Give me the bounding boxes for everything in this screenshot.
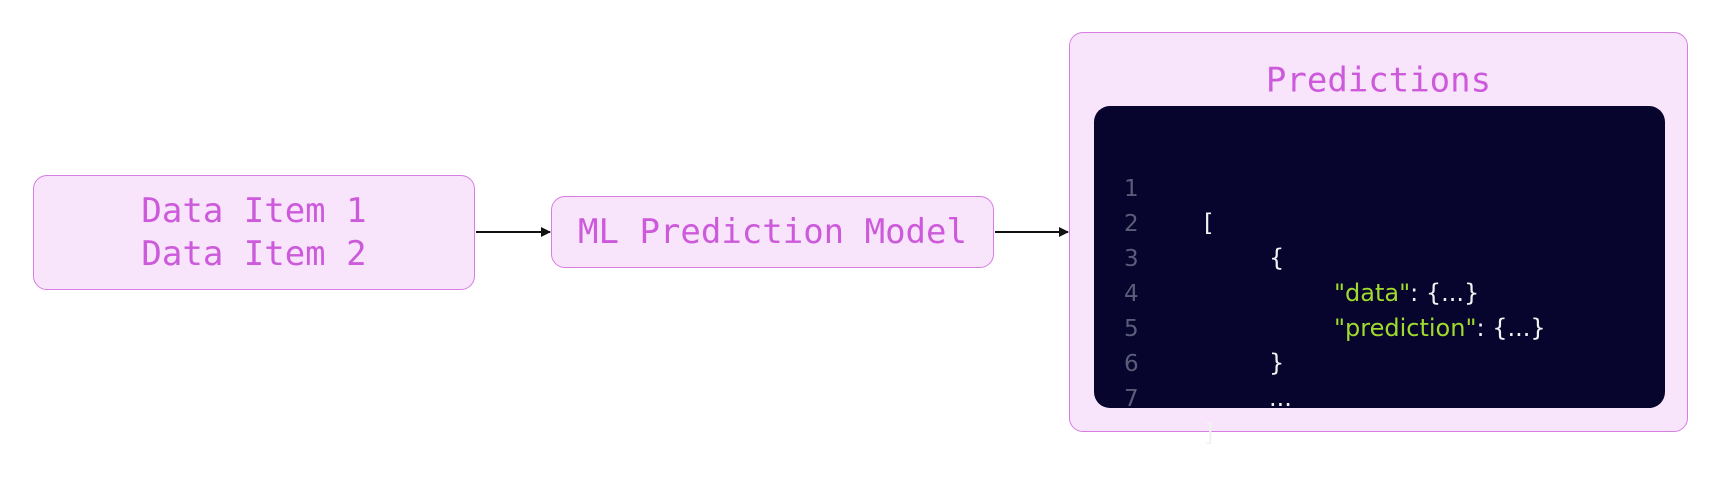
code-text: { bbox=[1269, 244, 1285, 272]
code-text: ... bbox=[1269, 384, 1292, 412]
code-line-1: 1 [ bbox=[1094, 138, 1213, 237]
line-number: 3 bbox=[1124, 246, 1139, 272]
predictions-title: Predictions bbox=[1265, 60, 1492, 101]
code-line-7: 7 ] bbox=[1094, 348, 1213, 447]
ml-model-label: ML Prediction Model bbox=[578, 211, 967, 252]
line-number: 2 bbox=[1124, 211, 1139, 237]
code-line-2: 2 { bbox=[1094, 173, 1284, 272]
code-text: "prediction": {...} bbox=[1334, 311, 1546, 345]
json-value: : {...} bbox=[1476, 314, 1546, 342]
data-item-2-label: Data Item 2 bbox=[141, 233, 367, 274]
json-value: : {...} bbox=[1410, 279, 1480, 307]
json-key: "prediction" bbox=[1334, 314, 1477, 342]
json-key: "data" bbox=[1334, 279, 1411, 307]
line-number: 6 bbox=[1124, 351, 1139, 377]
code-line-4: 4 "prediction": {...} bbox=[1094, 243, 1546, 342]
data-item-1-label: Data Item 1 bbox=[141, 190, 367, 231]
predictions-node: Predictions 1 [ 2 { 3 "data": {...} 4 "p… bbox=[1069, 32, 1688, 447]
code-text: ] bbox=[1204, 419, 1214, 447]
line-number: 4 bbox=[1124, 281, 1139, 307]
data-items-node: Data Item 1 Data Item 2 bbox=[33, 175, 475, 290]
code-line-6: 6 ... bbox=[1094, 313, 1292, 412]
code-text: [ bbox=[1204, 209, 1214, 237]
code-text: } bbox=[1269, 349, 1285, 377]
code-line-3: 3 "data": {...} bbox=[1094, 208, 1479, 307]
line-number: 7 bbox=[1124, 386, 1139, 412]
line-number: 5 bbox=[1124, 316, 1139, 342]
code-text: "data": {...} bbox=[1334, 276, 1479, 310]
flow-arrows bbox=[476, 227, 1069, 237]
code-line-5: 5 } bbox=[1094, 278, 1284, 377]
code-panel: 1 [ 2 { 3 "data": {...} 4 "prediction": … bbox=[1094, 106, 1665, 447]
ml-model-node: ML Prediction Model bbox=[551, 196, 994, 268]
line-number: 1 bbox=[1124, 176, 1139, 202]
